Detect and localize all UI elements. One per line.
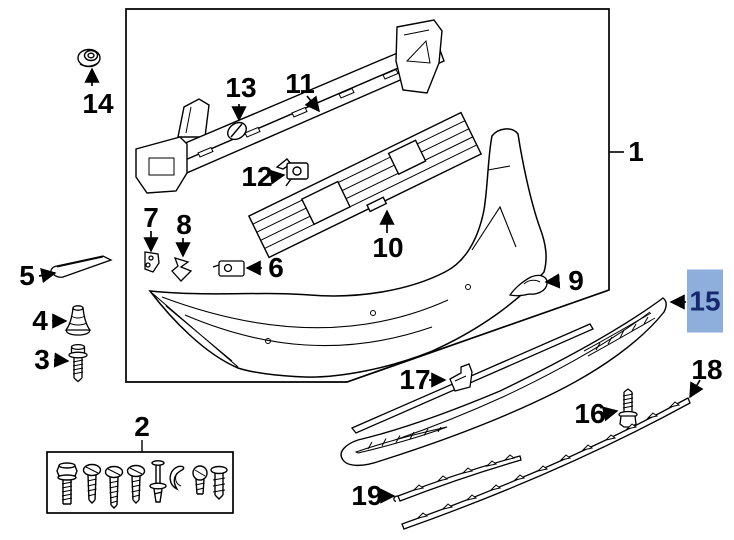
arrow-to-part-3 bbox=[53, 352, 70, 368]
callout-label-8[interactable]: 8 bbox=[176, 209, 192, 240]
arrow-to-part-11 bbox=[304, 95, 320, 113]
part-drawing-2-hardware-kit[interactable] bbox=[46, 440, 234, 514]
callout-label-10[interactable]: 10 bbox=[372, 232, 404, 263]
arrow-to-part-9 bbox=[544, 273, 561, 289]
callout-label-3[interactable]: 3 bbox=[34, 344, 50, 375]
callout-label-9[interactable]: 9 bbox=[568, 265, 584, 296]
part-drawing-1-bumper-cover[interactable] bbox=[148, 128, 547, 378]
callout-label-14[interactable]: 14 bbox=[82, 88, 114, 119]
part-drawing-4-cushion[interactable] bbox=[64, 305, 92, 336]
callout-label-12[interactable]: 12 bbox=[241, 161, 273, 192]
callout-label-4[interactable]: 4 bbox=[32, 305, 48, 336]
callout-label-16[interactable]: 16 bbox=[574, 398, 606, 429]
callout-arrows bbox=[38, 67, 704, 504]
part-drawing-14-nut[interactable] bbox=[77, 48, 101, 68]
part-drawing-16-bolt[interactable] bbox=[618, 388, 638, 428]
part-drawing-11-impact-bar[interactable] bbox=[135, 19, 445, 194]
callout-label-11[interactable]: 11 bbox=[285, 68, 315, 99]
part-drawing-5-strip[interactable] bbox=[50, 255, 113, 278]
callout-label-13[interactable]: 13 bbox=[225, 72, 257, 103]
callout-label-15-selected[interactable]: 15 bbox=[687, 269, 723, 333]
callout-label-5[interactable]: 5 bbox=[19, 260, 35, 291]
callout-label-2[interactable]: 2 bbox=[134, 411, 150, 442]
part-drawing-13-clip[interactable] bbox=[225, 119, 250, 143]
arrow-to-part-16 bbox=[601, 406, 619, 422]
part-drawing-10-absorber[interactable] bbox=[247, 111, 483, 260]
callout-label-19[interactable]: 19 bbox=[351, 480, 383, 511]
part-drawing-15-molding[interactable] bbox=[340, 297, 667, 467]
part-drawing-8-clip[interactable] bbox=[171, 256, 193, 282]
part-drawing-19-short-strip[interactable] bbox=[393, 454, 522, 503]
callout-label-7[interactable]: 7 bbox=[143, 202, 159, 233]
part-drawing-18-lower-strip[interactable] bbox=[401, 397, 691, 530]
part-drawing-12-bracket[interactable] bbox=[275, 158, 309, 187]
arrow-to-part-18 bbox=[689, 379, 704, 399]
arrow-to-part-5 bbox=[38, 268, 57, 284]
callout-label-1[interactable]: 1 bbox=[628, 136, 644, 167]
callout-label-17[interactable]: 17 bbox=[399, 364, 431, 395]
callout-label-6[interactable]: 6 bbox=[268, 252, 284, 283]
assembly-frame-box bbox=[125, 8, 610, 383]
part-drawing-17-retainer[interactable] bbox=[350, 323, 594, 434]
part-drawing-6-bracket[interactable] bbox=[212, 260, 245, 277]
callout-label-18[interactable]: 18 bbox=[691, 354, 723, 385]
part-drawing-3-bolt[interactable] bbox=[68, 343, 88, 383]
part-drawing-7-clip[interactable] bbox=[144, 251, 160, 273]
arrow-to-part-12 bbox=[269, 169, 286, 185]
